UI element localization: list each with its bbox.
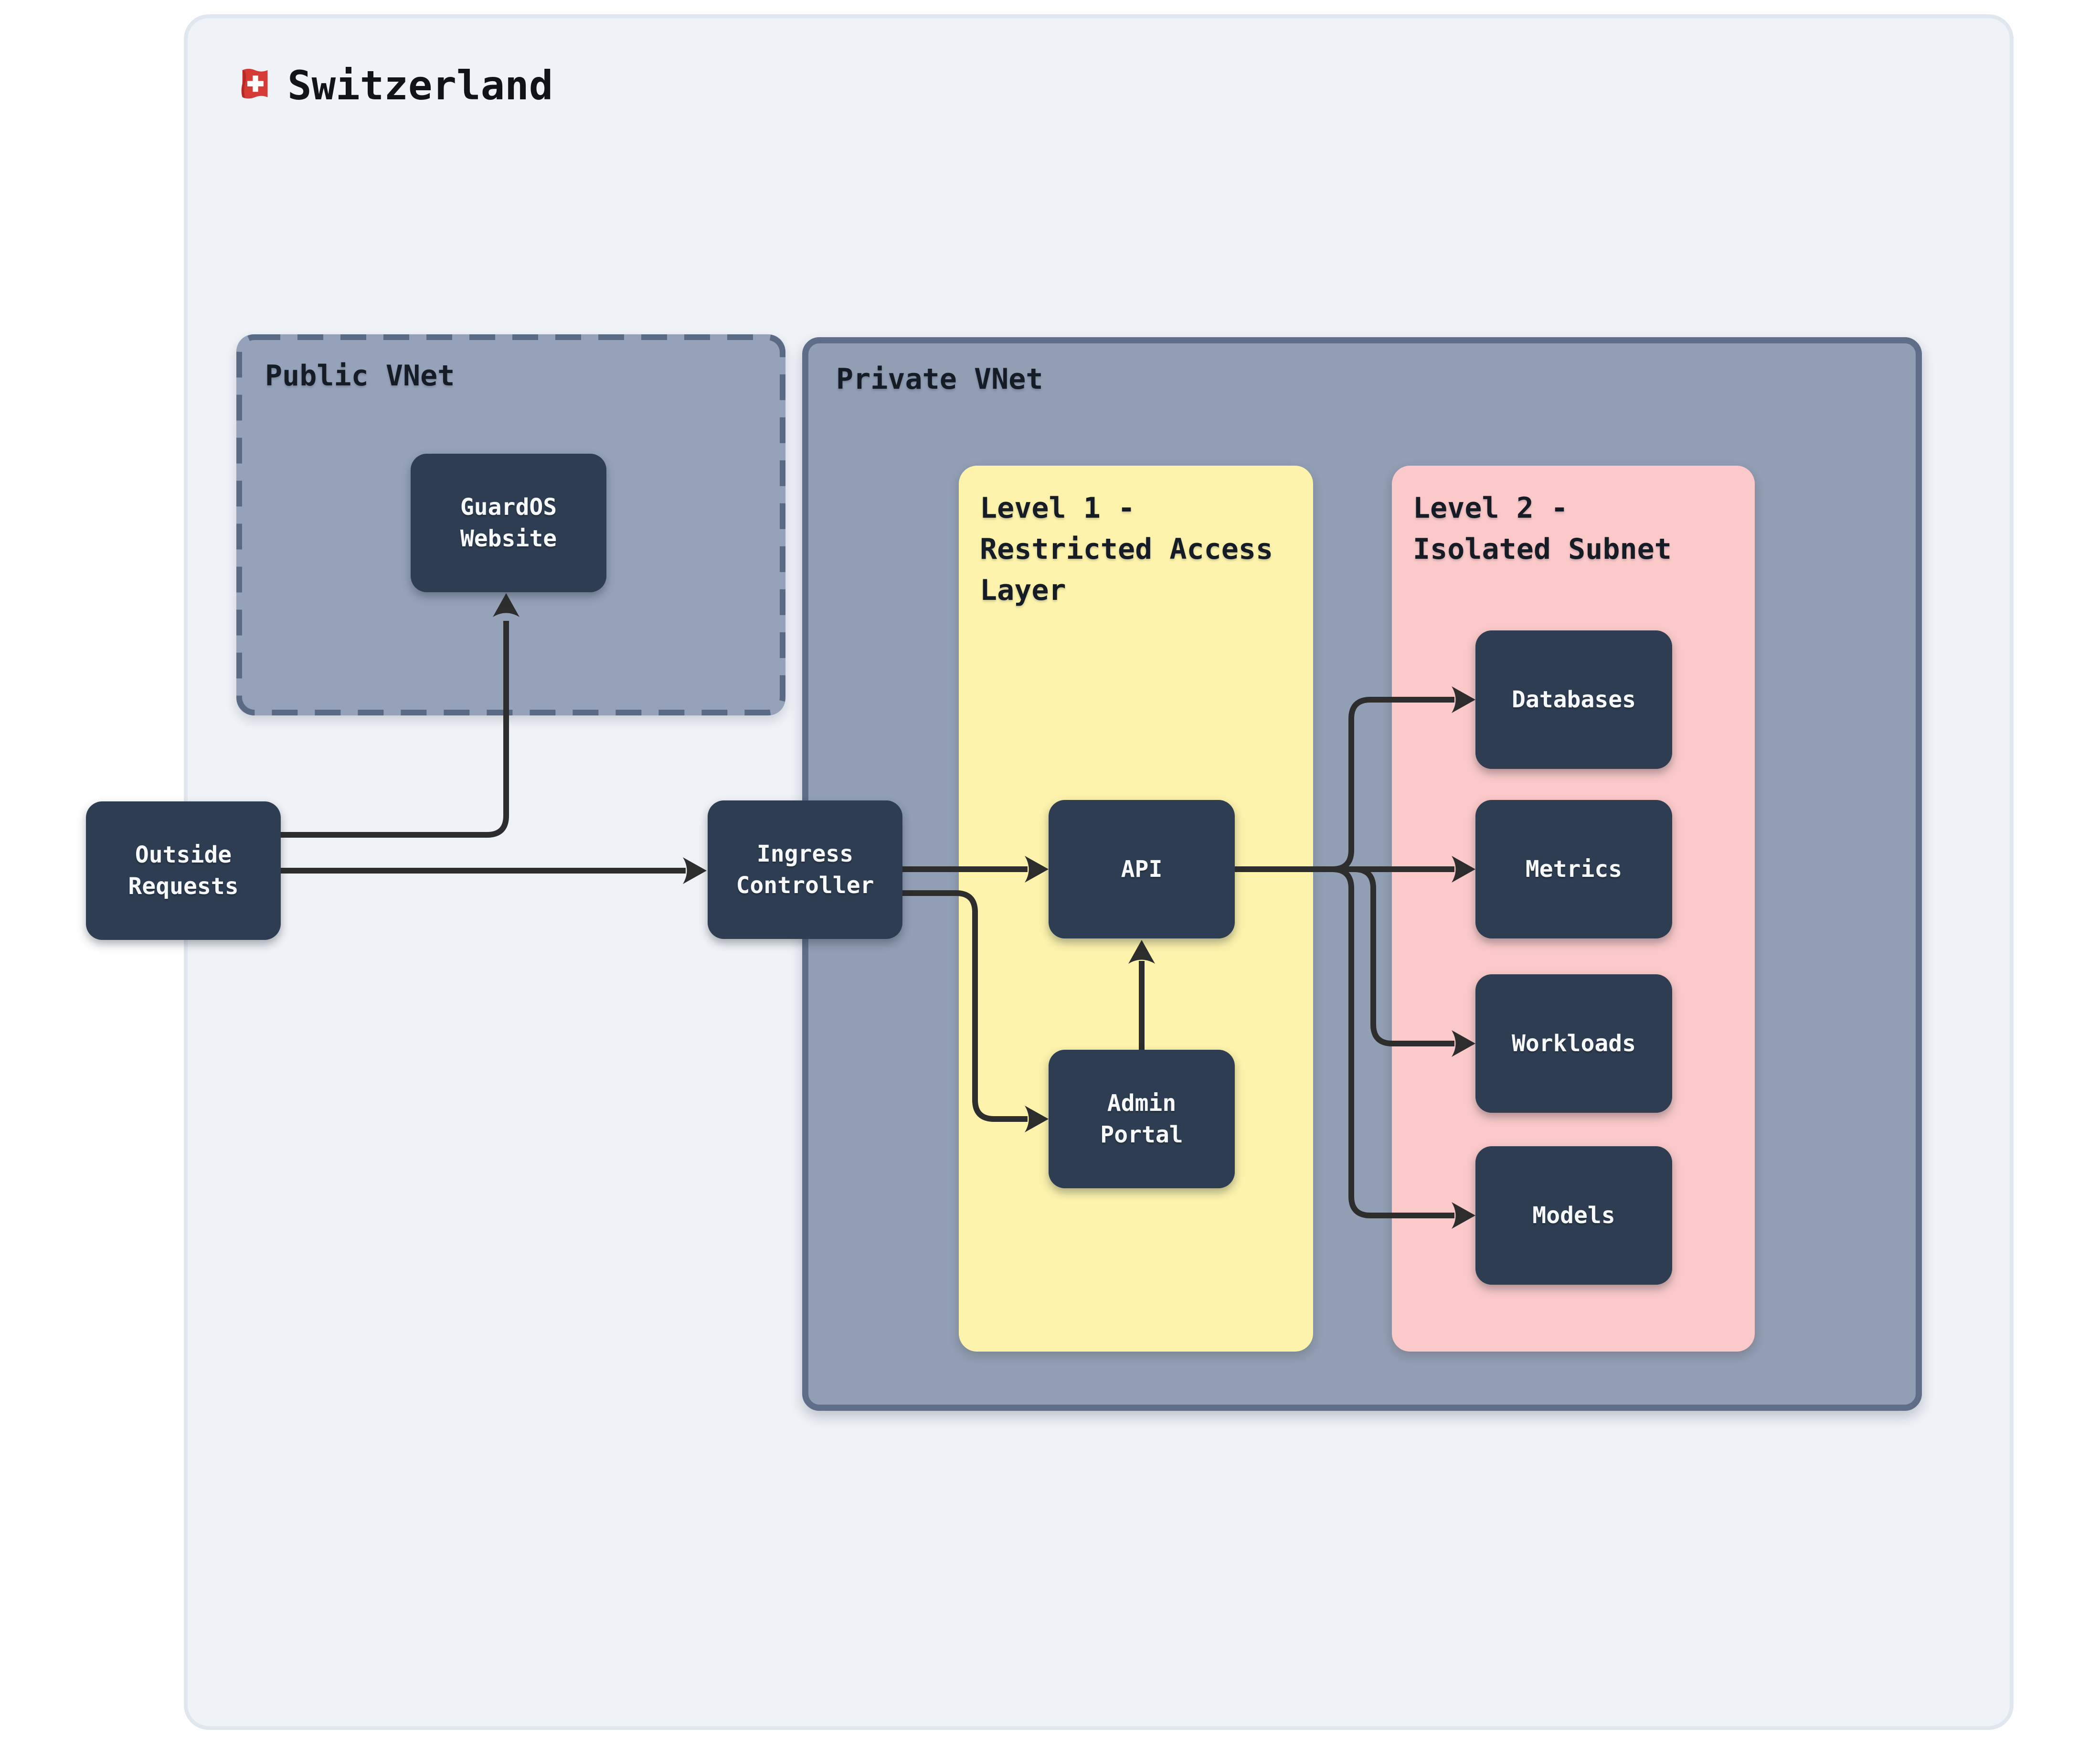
- node-api: API: [1049, 800, 1235, 938]
- node-databases-label: Databases: [1511, 686, 1636, 713]
- node-outside-requests: Outside Requests: [86, 801, 281, 940]
- node-workloads-label: Workloads: [1511, 1030, 1636, 1057]
- node-workloads: Workloads: [1475, 974, 1672, 1113]
- level2-label: Level 2 - Isolated Subnet: [1413, 491, 1672, 566]
- level1-label: Level 1 - Restricted Access Layer: [980, 491, 1273, 607]
- node-api-label: API: [1121, 856, 1163, 883]
- node-models-label: Models: [1532, 1202, 1615, 1229]
- page-title: Switzerland: [287, 62, 553, 109]
- node-metrics-label: Metrics: [1525, 856, 1623, 883]
- private-vnet-label: Private VNet: [836, 362, 1043, 396]
- node-metrics: Metrics: [1475, 800, 1672, 938]
- node-guardos-website-label: GuardOS Website: [460, 494, 557, 552]
- node-outside-requests-label: Outside Requests: [128, 842, 239, 900]
- public-vnet-dashed-border: [236, 334, 785, 715]
- node-admin-portal-label: Admin Portal: [1100, 1090, 1183, 1148]
- node-admin-portal: Admin Portal: [1049, 1050, 1235, 1188]
- diagram-title-row: Switzerland: [239, 62, 553, 109]
- swiss-flag-icon: [241, 69, 268, 99]
- public-vnet-label: Public VNet: [265, 359, 455, 393]
- node-ingress-controller: Ingress Controller: [708, 800, 902, 939]
- node-databases: Databases: [1475, 630, 1672, 769]
- node-ingress-controller-label: Ingress Controller: [736, 841, 874, 899]
- node-models: Models: [1475, 1146, 1672, 1285]
- node-guardos-website: GuardOS Website: [411, 454, 606, 592]
